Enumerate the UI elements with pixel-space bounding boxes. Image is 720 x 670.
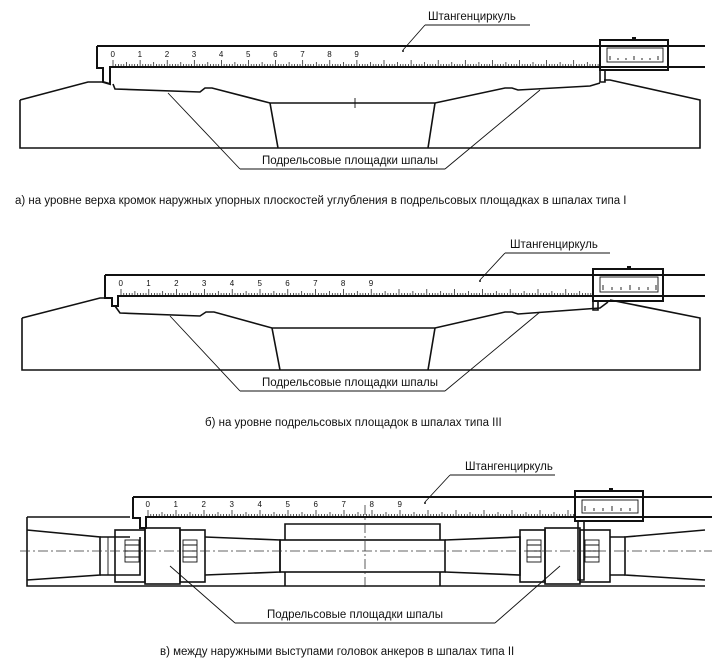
scale-number: 3 [192,50,197,59]
caption-b: б) на уровне подрельсовых площадок в шпа… [205,417,502,429]
scale-number: 0 [146,500,151,509]
scale-numbers: 0 1 2 3 4 5 6 7 8 9 [111,50,360,59]
scale-ticks [120,289,594,296]
pads-label: Подрельсовые площадки шпалы [262,155,438,167]
scale-number: 2 [165,50,170,59]
scale-number: 9 [354,50,359,59]
caliper-label: Штангенциркуль [465,461,553,473]
scale-number: 9 [398,500,403,509]
pads-label: Подрельсовые площадки шпалы [267,609,443,621]
scale-number: 3 [230,500,235,509]
caliper-label: Штангенциркуль [510,239,598,251]
sleeper-side-view-b [21,297,701,371]
scale-number: 5 [286,500,291,509]
scale-number: 5 [258,279,263,288]
scale-tick-marks [147,510,574,517]
panel-a: 0 1 2 3 4 5 6 7 8 9 Штангенциркуль Подрельсовые п… [15,11,705,207]
caption-a: а) на уровне верха кромок наружных упорн… [15,195,627,207]
pads-label: Подрельсовые площадки шпалы [262,377,438,389]
scale-number: 8 [341,279,346,288]
scale-number: 0 [111,50,116,59]
scale-number: 2 [202,500,207,509]
scale-number: 4 [219,50,224,59]
caliper-a: 0 1 2 3 4 5 6 7 8 9 [96,37,705,86]
sleeper-side-view-a [19,79,701,149]
scale-numbers: 0 1 2 3 4 5 6 7 8 9 [146,500,403,509]
scale-ticks [112,60,599,67]
scale-number: 1 [146,279,151,288]
scale-ticks [147,510,574,517]
scale-number: 4 [258,500,263,509]
scale-number: 7 [313,279,318,288]
panel-c: 0 1 2 3 4 5 6 7 8 9 Штангенциркуль Подрельсовые п… [20,461,712,658]
scale-number: 8 [327,50,332,59]
scale-number: 7 [300,50,305,59]
scale-number: 4 [230,279,235,288]
scale-number: 1 [174,500,179,509]
scale-tick-marks [120,289,594,296]
scale-number: 6 [273,50,278,59]
caliper-c: 0 1 2 3 4 5 6 7 8 9 [132,488,712,581]
scale-number: 3 [202,279,207,288]
caliper-label: Штангенциркуль [428,11,516,23]
scale-number: 0 [119,279,124,288]
scale-tick-marks [112,60,599,67]
scale-number: 2 [174,279,179,288]
panel-b: 0 1 2 3 4 5 6 7 8 9 Штангенциркуль Подрельсовые п… [21,239,705,429]
caliper-b: 0 1 2 3 4 5 6 7 8 9 [104,266,705,311]
sleeper-top-view-c [20,505,712,590]
scale-number: 6 [314,500,319,509]
scale-number: 5 [246,50,251,59]
scale-number: 1 [138,50,143,59]
scale-number: 9 [369,279,374,288]
scale-number: 6 [285,279,290,288]
scale-numbers: 0 1 2 3 4 5 6 7 8 9 [119,279,374,288]
scale-number: 7 [342,500,347,509]
scale-number: 8 [370,500,375,509]
caption-c: в) между наружными выступами головок анк… [160,646,514,658]
